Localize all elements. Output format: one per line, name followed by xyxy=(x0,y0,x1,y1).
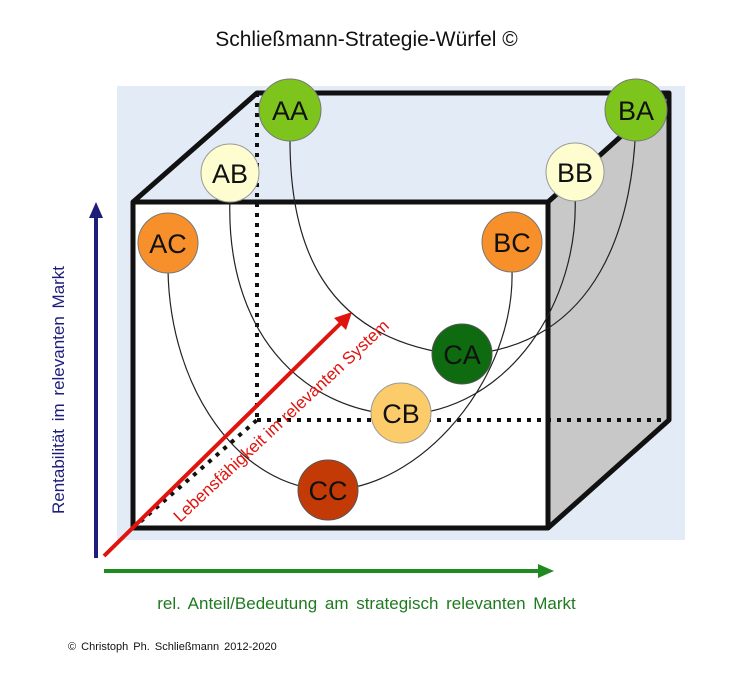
node-BA: BA xyxy=(604,78,668,142)
node-ca-circle xyxy=(431,323,493,385)
node-cb-label: CB xyxy=(382,399,420,429)
x-axis-arrowhead xyxy=(538,564,554,578)
node-aa-label: AA xyxy=(272,96,308,126)
y-axis-arrowhead xyxy=(89,202,103,218)
node-ba-label: BA xyxy=(618,96,654,126)
node-BB: BB xyxy=(545,142,605,202)
node-ac-circle xyxy=(137,212,199,274)
x-axis-label: rel. Anteil/Bedeutung am strategisch rel… xyxy=(157,594,576,613)
node-AA: AA xyxy=(258,78,322,142)
node-bc-label: BC xyxy=(493,228,531,258)
node-cc-circle xyxy=(297,459,359,521)
node-AC: AC xyxy=(137,212,199,274)
diagram-title: Schließmann-Strategie-Würfel © xyxy=(215,28,518,51)
node-ab-circle xyxy=(200,143,260,203)
node-cc-label: CC xyxy=(309,476,348,506)
cube-hidden-edge-diagonal xyxy=(131,418,259,530)
node-ba-circle xyxy=(604,78,668,142)
node-ab-label: AB xyxy=(212,159,248,189)
node-bb-circle xyxy=(545,142,605,202)
node-cb-circle xyxy=(370,382,432,444)
node-bc-circle xyxy=(481,211,543,273)
node-CC: CC xyxy=(297,459,359,521)
node-CA: CA xyxy=(431,323,493,385)
node-AB: AB xyxy=(200,143,260,203)
node-BC: BC xyxy=(481,211,543,273)
z-axis-arrow xyxy=(102,320,344,558)
node-ca-label: CA xyxy=(443,340,481,370)
y-axis-label: Rentabilität im relevanten Markt xyxy=(49,266,68,514)
copyright-notice: © Christoph Ph. Schließmann 2012-2020 xyxy=(68,641,277,653)
z-axis-arrowhead xyxy=(334,312,352,330)
node-bb-label: BB xyxy=(557,158,593,188)
node-CB: CB xyxy=(370,382,432,444)
node-aa-circle xyxy=(258,78,322,142)
cube-edges xyxy=(130,90,672,531)
node-ac-label: AC xyxy=(149,229,187,259)
